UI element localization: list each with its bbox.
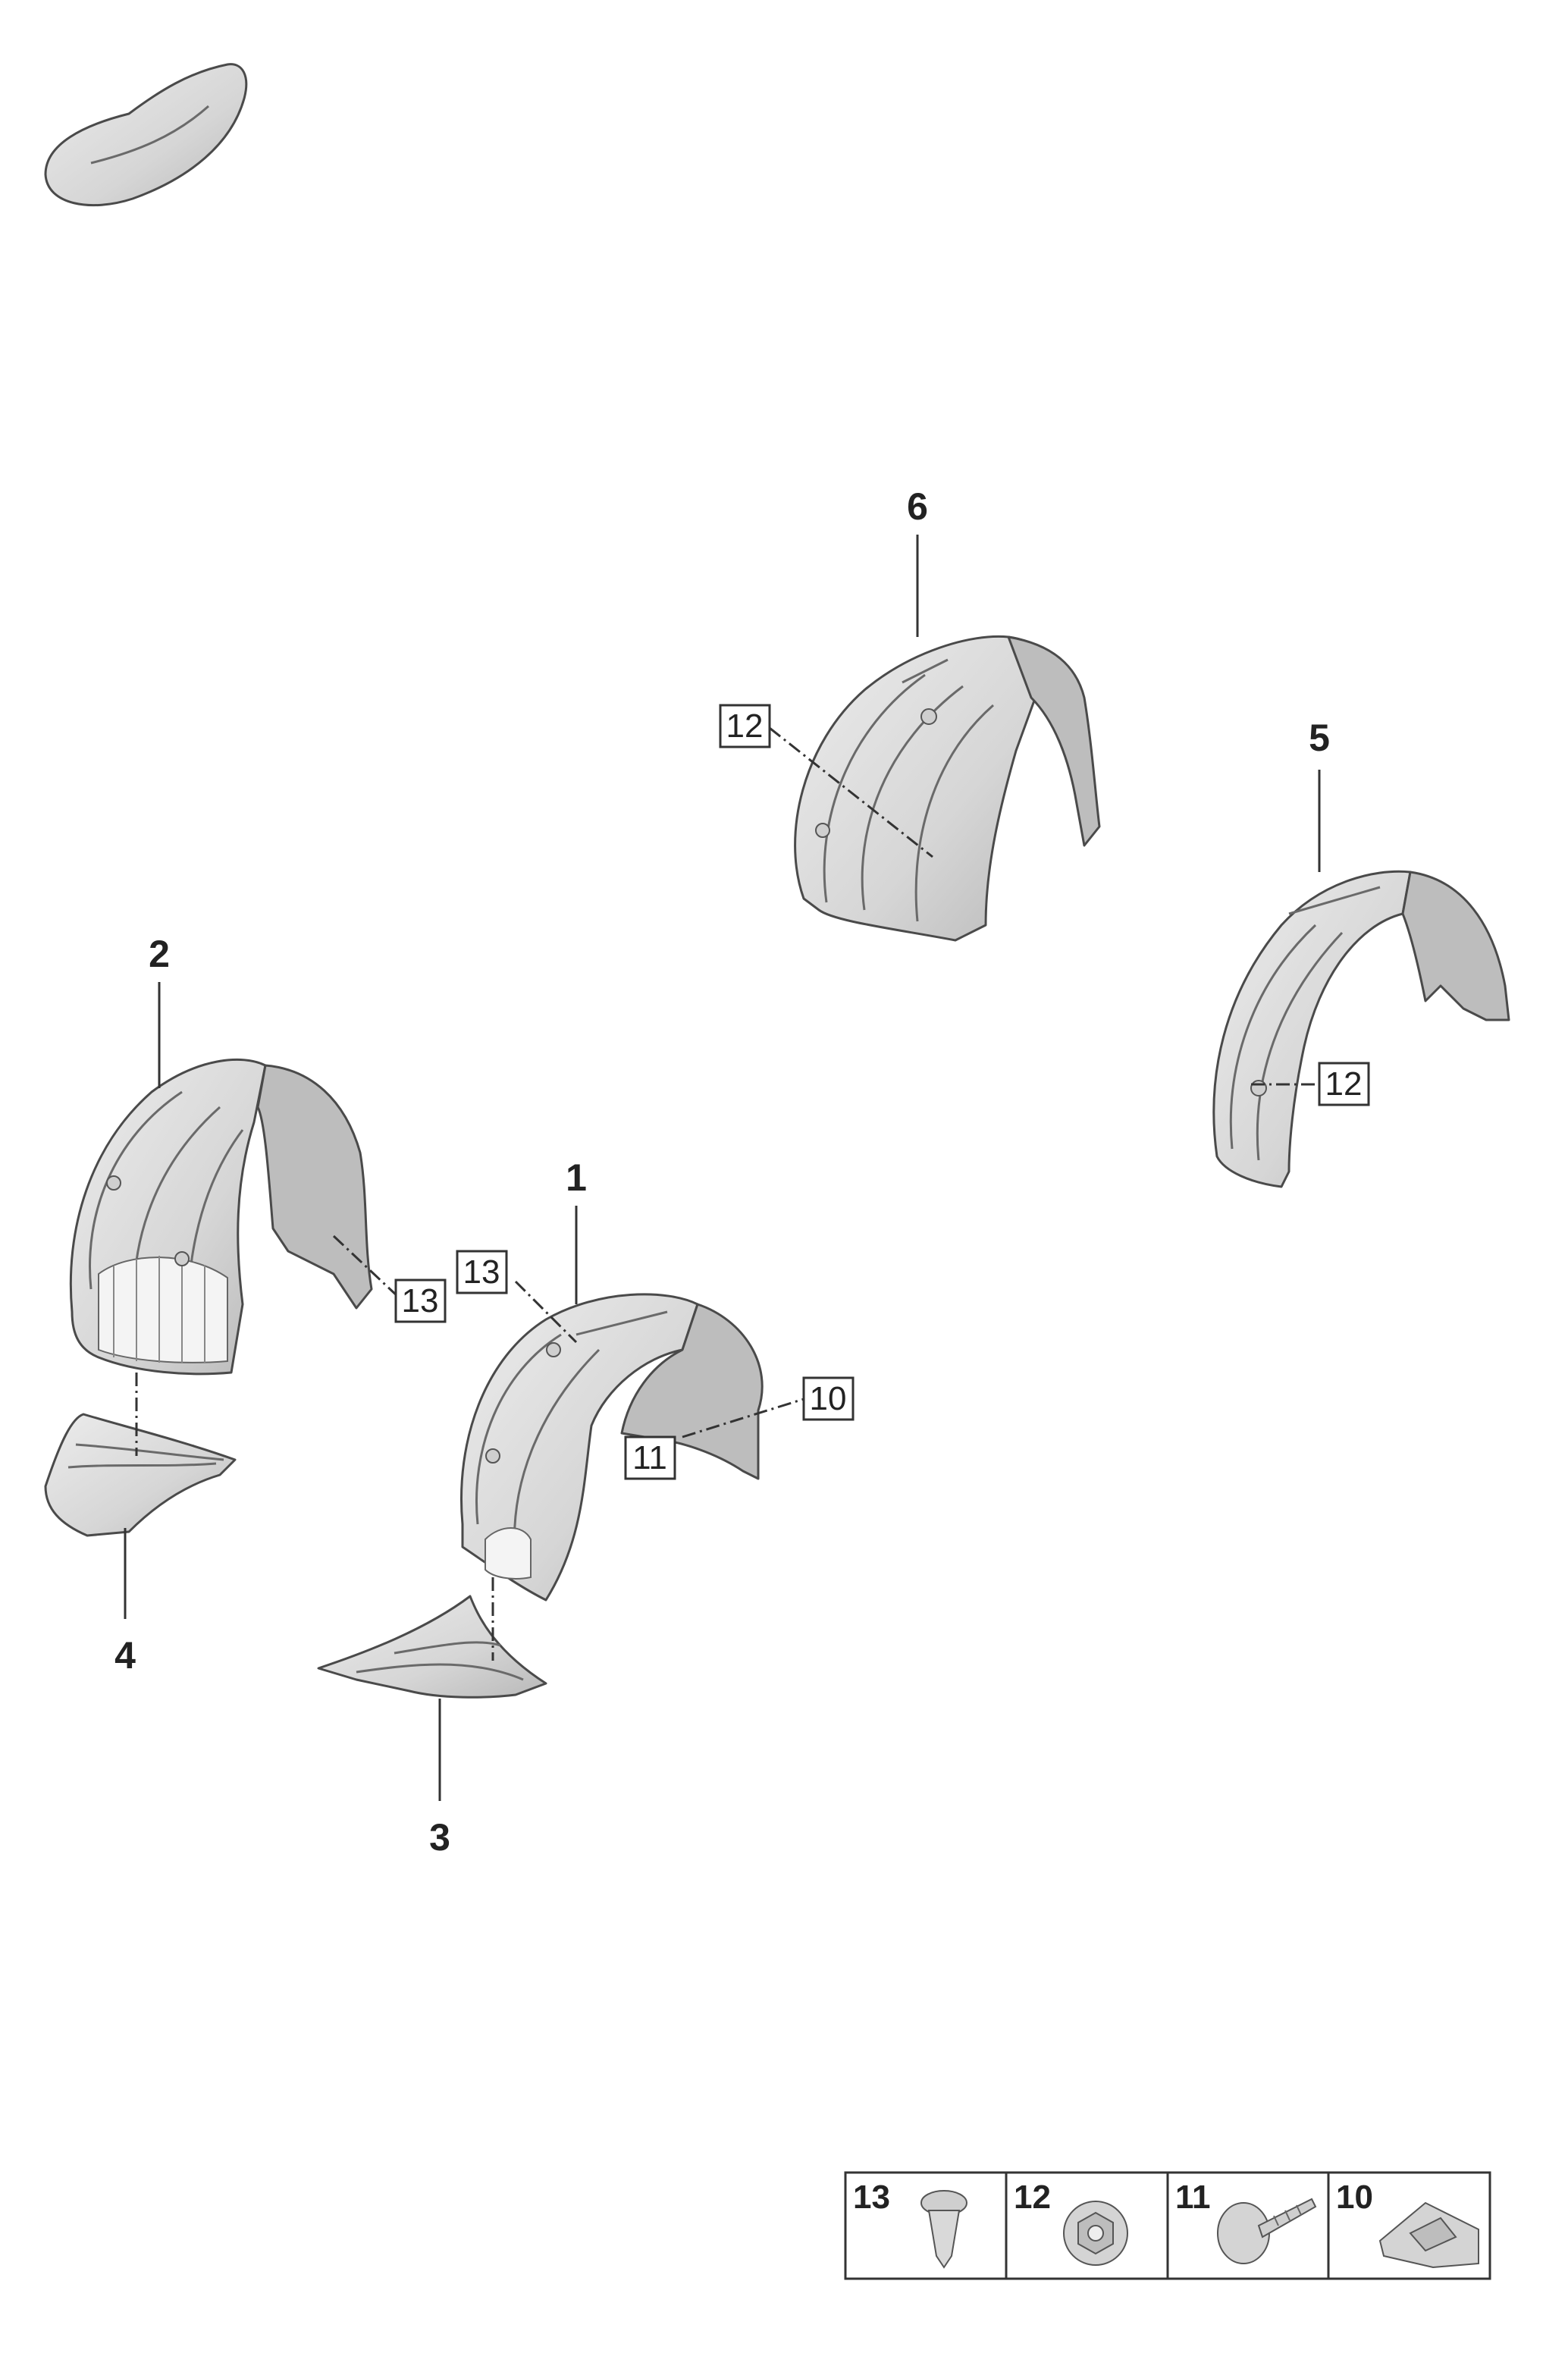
spring-nut-clip-icon (1378, 2201, 1479, 2269)
boxed-labels: 12 12 13 13 10 11 (394, 704, 1370, 1480)
box-label-10: 10 (810, 1380, 847, 1417)
callout-labels: 1 2 3 4 5 6 (114, 485, 1330, 1859)
legend-number-10: 10 (1336, 2179, 1373, 2216)
callout-6: 6 (907, 485, 928, 528)
wheel-housing-liner-5 (1212, 870, 1510, 1188)
callout-1: 1 (566, 1156, 587, 1199)
leader-lines (124, 535, 1321, 1801)
box-label-13-part1: 13 (463, 1253, 500, 1291)
box-label-12-part5: 12 (1325, 1065, 1363, 1103)
wheel-housing-liner-6 (794, 635, 1101, 942)
flange-nut-icon (1063, 2201, 1128, 2266)
legend-number-12: 12 (1014, 2179, 1051, 2216)
fastener-legend: 13 12 11 10 (844, 2171, 1491, 2280)
tapping-screw-icon (1217, 2198, 1317, 2264)
callout-3: 3 (429, 1816, 450, 1859)
box-label-11: 11 (632, 1439, 667, 1476)
trim-panel-3 (317, 1595, 547, 1699)
fastener-lines (135, 726, 1319, 1661)
callout-5: 5 (1309, 717, 1330, 759)
trim-panel-4 (44, 1413, 237, 1537)
push-rivet-clip-icon (920, 2190, 967, 2269)
callout-2: 2 (149, 933, 170, 975)
legend-number-11: 11 (1175, 2179, 1211, 2216)
legend-number-13: 13 (853, 2179, 890, 2216)
callout-4: 4 (114, 1634, 136, 1677)
wheel-housing-liner-1 (460, 1293, 764, 1602)
car-silhouette-icon (44, 63, 248, 207)
wheel-housing-liner-2 (69, 1058, 373, 1376)
box-label-13-part2: 13 (402, 1282, 439, 1319)
box-label-12-part6: 12 (726, 707, 764, 745)
